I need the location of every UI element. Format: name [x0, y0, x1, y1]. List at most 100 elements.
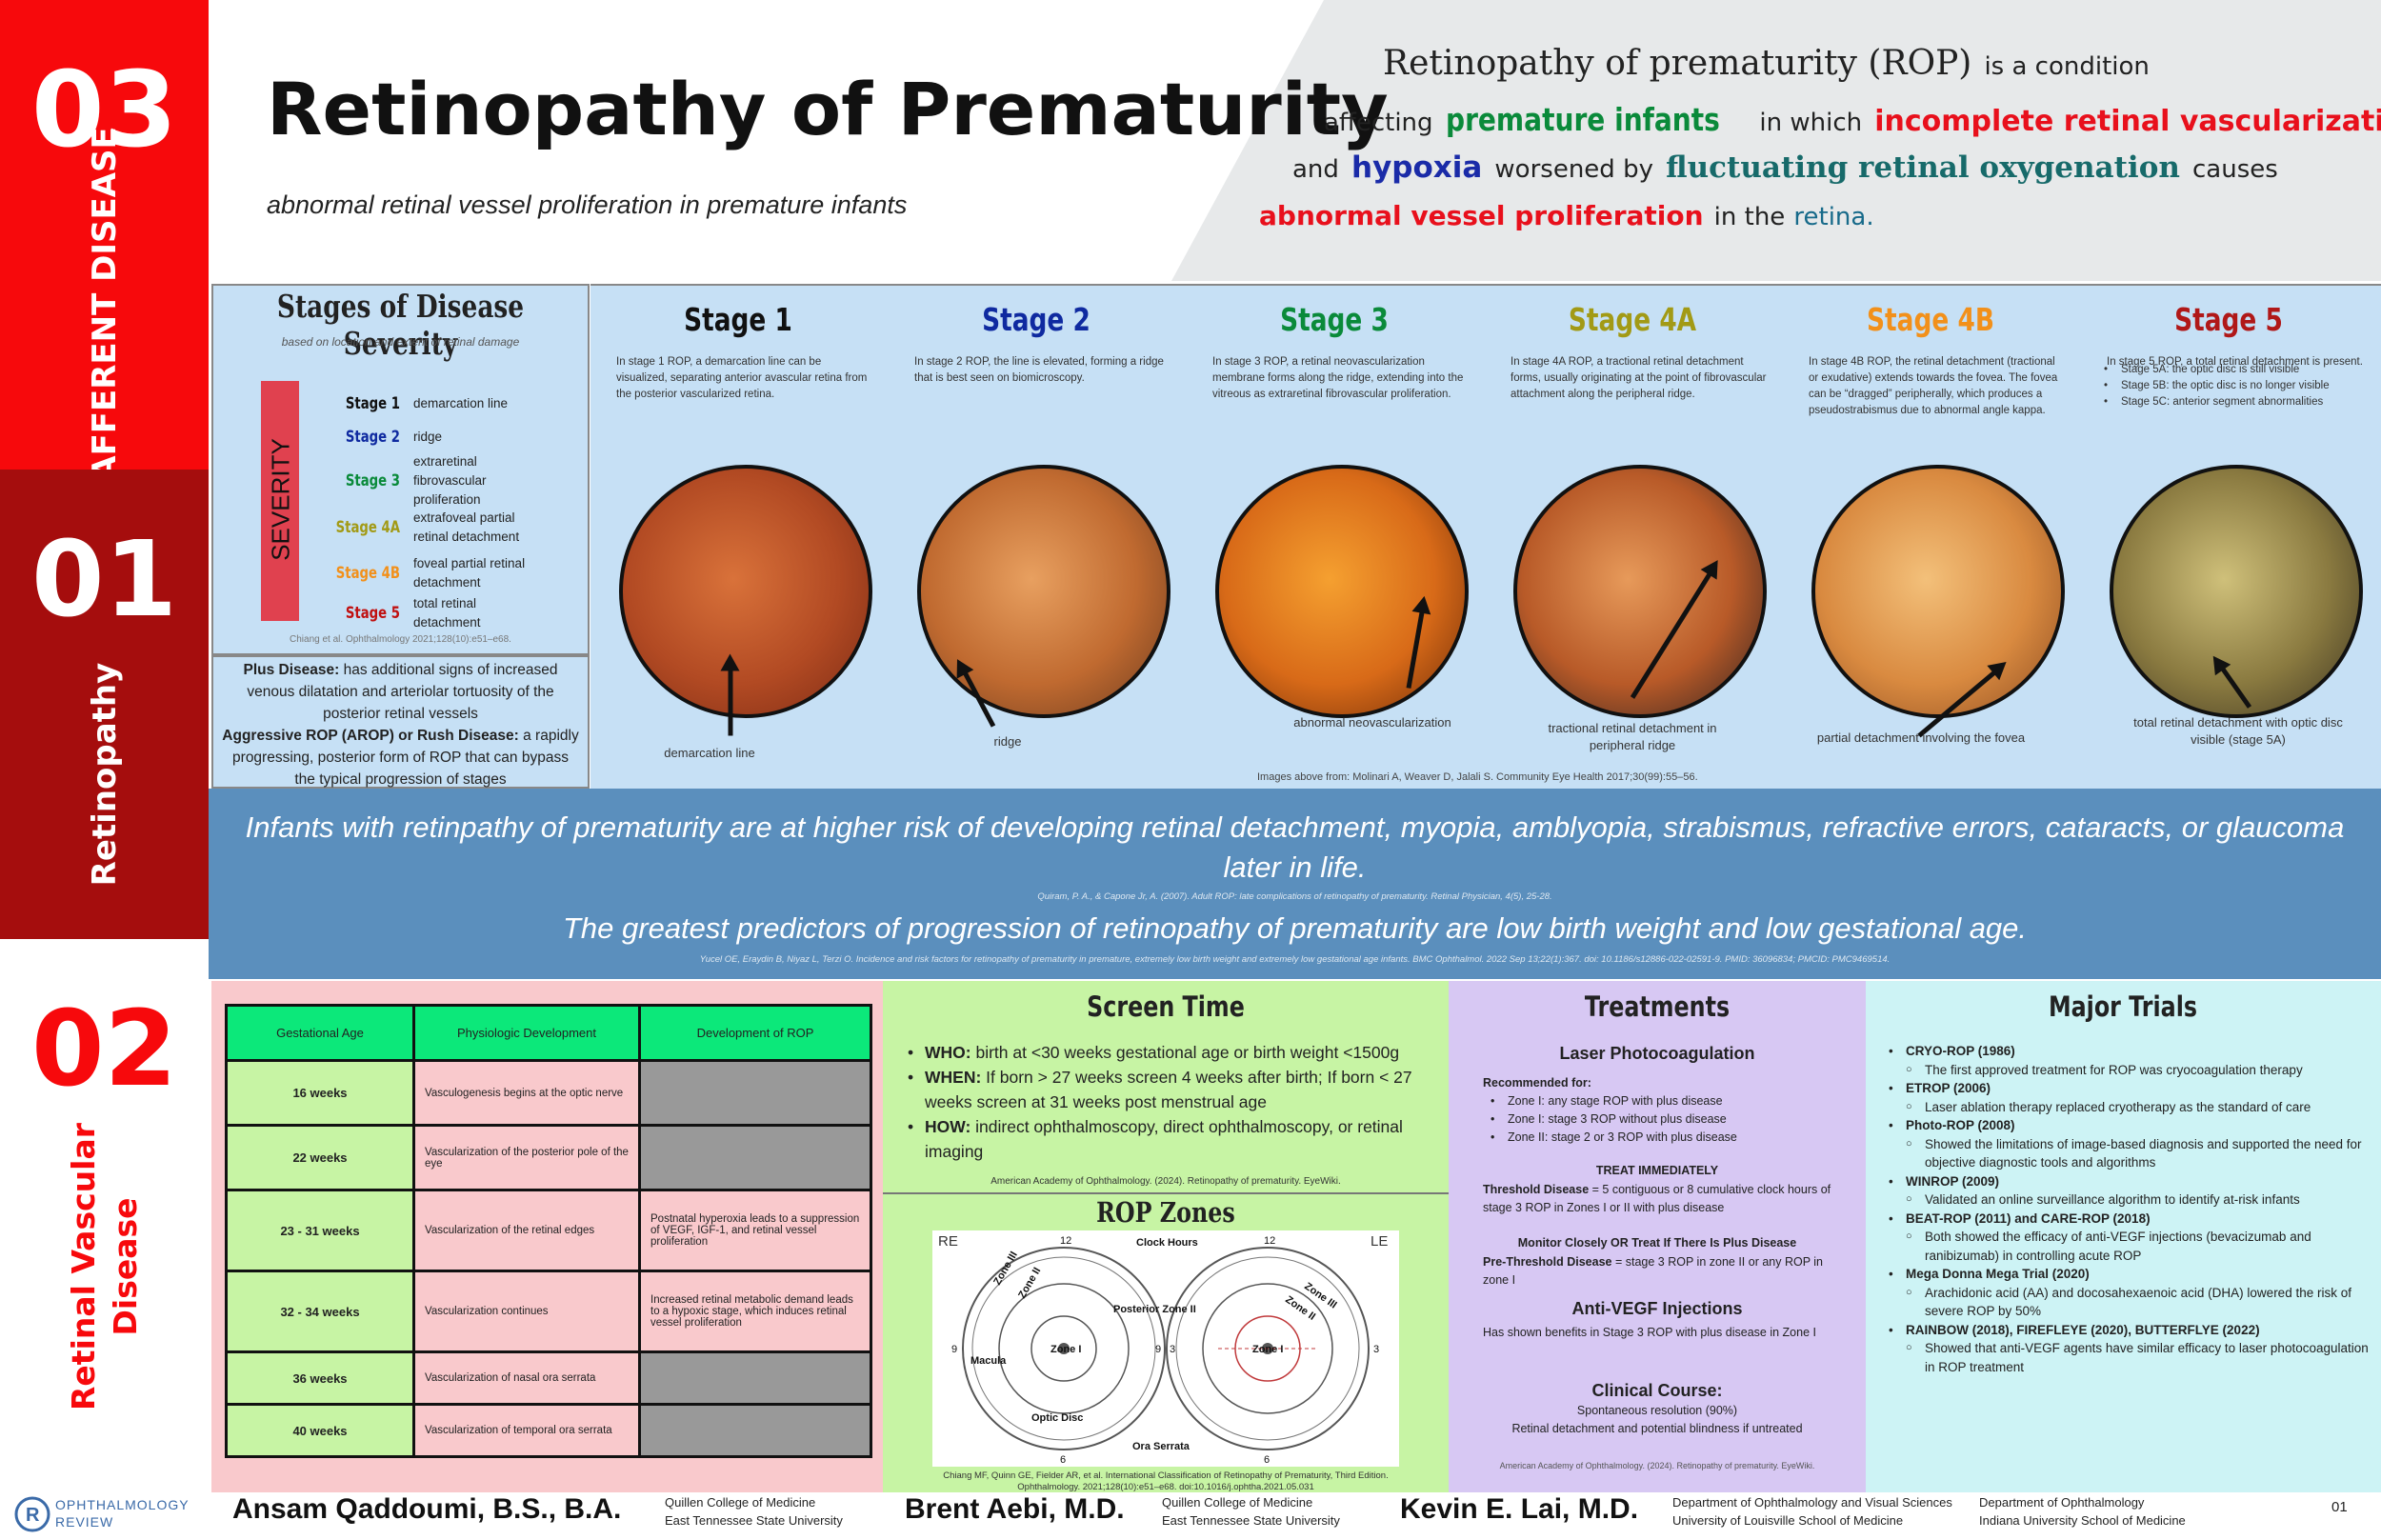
- development-table: Gestational Age Physiologic Development …: [225, 1004, 872, 1458]
- trial-item: WINROP (2009)Validated an online surveil…: [1885, 1172, 2371, 1210]
- le-hour-9: 9: [1155, 1344, 1161, 1355]
- screen-item-text: birth at <30 weeks gestational age or bi…: [975, 1043, 1400, 1062]
- section-01-panel: 01 Retinopathy: [0, 470, 209, 939]
- screen-title: Screen Time: [1087, 990, 1245, 1023]
- course-line-2: Retinal detachment and potential blindne…: [1511, 1422, 1803, 1435]
- stage-image-label: tractional retinal detachment in periphe…: [1548, 721, 1717, 752]
- cell-gestational-age: 40 weeks: [225, 1403, 415, 1458]
- re-hour-3: 3: [1170, 1344, 1175, 1355]
- risk-banner: Infants with retinpathy of prematurity a…: [209, 789, 2381, 979]
- screen-item: WHO: birth at <30 weeks gestational age …: [904, 1040, 1432, 1065]
- stage5-subitem: Stage 5A: the optic disc is still visibl…: [2100, 362, 2330, 378]
- zones-le-label: LE: [1371, 1233, 1388, 1250]
- stage-description: In stage 2 ROP, the line is elevated, fo…: [914, 356, 1164, 384]
- trials-title: Major Trials: [2048, 990, 2198, 1023]
- cell-physiologic: Vascularization continues: [412, 1270, 641, 1353]
- cell-gestational-age: 22 weeks: [225, 1124, 415, 1191]
- vegf-text: Has shown benefits in Stage 3 ROP with p…: [1483, 1326, 1816, 1339]
- threshold-text: Threshold Disease = 5 contiguous or 8 cu…: [1483, 1183, 1831, 1214]
- severity-bar: [261, 381, 299, 621]
- re-macula-label: Macula: [970, 1355, 1007, 1367]
- treatments-title: Treatments: [1584, 990, 1731, 1023]
- author-1: Ansam Qaddoumi, B.S., B.A.: [232, 1493, 622, 1525]
- screen-item: HOW: indirect ophthalmoscopy, direct oph…: [904, 1114, 1432, 1164]
- trial-note: Showed that anti-VEGF agents have simila…: [1906, 1339, 2371, 1376]
- trial-item: Photo-ROP (2008) Showed the limitations o…: [1885, 1116, 2371, 1172]
- screen-cite: American Academy of Ophthalmology. (2024…: [990, 1176, 1341, 1187]
- stage-description: In stage 4B ROP, the retinal detachment …: [1809, 356, 2058, 416]
- screen-list: WHO: birth at <30 weeks gestational age …: [904, 1040, 1432, 1164]
- stage5-sublist: Stage 5A: the optic disc is still visibl…: [2100, 362, 2330, 410]
- fundus-image: [1513, 465, 1767, 718]
- course-line-1: Spontaneous resolution (90%): [1576, 1404, 1738, 1417]
- severity-stage-desc: demarcation line: [413, 396, 509, 410]
- pointer-arrow: [728, 663, 733, 736]
- trial-name: WINROP (2009): [1906, 1173, 2000, 1189]
- le-zone1-label: Zone I: [1252, 1344, 1283, 1355]
- le-hour-12: 12: [1264, 1235, 1275, 1247]
- screen-item-key: WHO:: [925, 1043, 971, 1062]
- severity-stage-label: Stage 4B: [335, 564, 400, 583]
- col-header-physio: Physiologic Development: [412, 1004, 641, 1062]
- col-header-rop: Development of ROP: [638, 1004, 872, 1062]
- stage-image-label: abnormal neovascularization: [1293, 715, 1451, 730]
- severity-citation: Chiang et al. Ophthalmology 2021;128(10)…: [290, 634, 511, 645]
- trial-note: Both showed the efficacy of anti-VEGF in…: [1906, 1228, 2371, 1265]
- screening-panel: Screen Time WHO: birth at <30 weeks gest…: [883, 981, 1449, 1492]
- severity-stage-label: Stage 3: [345, 471, 400, 490]
- severity-subtitle: based on location and extent of retinal …: [281, 335, 520, 349]
- fundus-image: [619, 465, 872, 718]
- section-03-label: AFFERENT DISEASE: [86, 127, 124, 481]
- le-hour-6: 6: [1264, 1454, 1270, 1466]
- cell-physiologic: Vascularization of the posterior pole of…: [412, 1124, 641, 1191]
- trial-name: BEAT-ROP (2011) and CARE-ROP (2018): [1906, 1210, 2151, 1226]
- stage-title: Stage 3: [1280, 301, 1389, 338]
- prethreshold-text: Pre-Threshold Disease = stage 3 ROP in z…: [1483, 1255, 1824, 1287]
- section-01-label: Retinopathy: [86, 662, 124, 887]
- severity-stage-desc: extraretinal fibrovascular proliferation: [413, 454, 487, 507]
- zones-cite-2: Ophthalmology. 2021;128(10):e51–e68. doi…: [1017, 1482, 1314, 1492]
- section-01-number: 01: [30, 518, 178, 640]
- le-hour-3: 3: [1373, 1344, 1379, 1355]
- zones-cite-1: Chiang MF, Quinn GE, Fielder AR, et al. …: [943, 1470, 1389, 1481]
- trial-name: Photo-ROP (2008): [1906, 1118, 2015, 1132]
- severity-stage-label: Stage 1: [345, 394, 400, 413]
- cell-rop: [638, 1350, 872, 1406]
- screen-divider: [883, 1192, 1449, 1194]
- cell-rop: [638, 1059, 872, 1127]
- trial-item: Mega Donna Mega Trial (2020)Arachidonic …: [1885, 1265, 2371, 1321]
- monitor-heading: Monitor Closely OR Treat If There Is Plu…: [1517, 1236, 1797, 1250]
- course-heading: Clinical Course:: [1591, 1381, 1723, 1400]
- stage-image-label: total retinal detachment with optic disc…: [2133, 715, 2343, 747]
- section-03-panel: 03 AFFERENT DISEASE: [0, 0, 209, 481]
- treatments-cite: American Academy of Ophthalmology. (2024…: [1499, 1461, 1815, 1470]
- re-hour-9: 9: [951, 1344, 957, 1355]
- stages-citation: Images above from: Molinari A, Weaver D,…: [1257, 771, 1698, 783]
- col-header-ga: Gestational Age: [225, 1004, 415, 1062]
- ora-serrata-label: Ora Serrata: [1132, 1441, 1190, 1452]
- severity-bar-label: SEVERITY: [266, 438, 295, 561]
- logo-text-2: REVIEW: [55, 1514, 114, 1530]
- section-02-number: 02: [30, 988, 178, 1110]
- stage-description: In stage 3 ROP, a retinal neovasculariza…: [1212, 356, 1464, 400]
- development-panel: Gestational Age Physiologic Development …: [211, 981, 883, 1492]
- trial-name: ETROP (2006): [1906, 1081, 1991, 1095]
- screen-item-text: indirect ophthalmoscopy, direct ophthalm…: [925, 1117, 1403, 1161]
- treatments-panel: Treatments Laser Photocoagulation Recomm…: [1449, 981, 1866, 1492]
- trial-item: ETROP (2006)Laser ablation therapy repla…: [1885, 1079, 2371, 1116]
- banner-cite-1: Quiram, P. A., & Capone Jr, A. (2007). A…: [1037, 891, 1552, 902]
- trial-note: Arachidonic acid (AA) and docosahexaenoi…: [1906, 1284, 2371, 1321]
- trial-item: RAINBOW (2018), FIREFLEYE (2020), BUTTER…: [1885, 1321, 2371, 1377]
- trial-note: Showed the limitations of image-based di…: [1906, 1135, 2371, 1172]
- treat-immediately: TREAT IMMEDIATELY: [1595, 1164, 1719, 1177]
- cell-physiologic: Vascularization of the retinal edges: [412, 1189, 641, 1272]
- fundus-image: [1811, 465, 2065, 718]
- vegf-heading: Anti-VEGF Injections: [1571, 1299, 1743, 1318]
